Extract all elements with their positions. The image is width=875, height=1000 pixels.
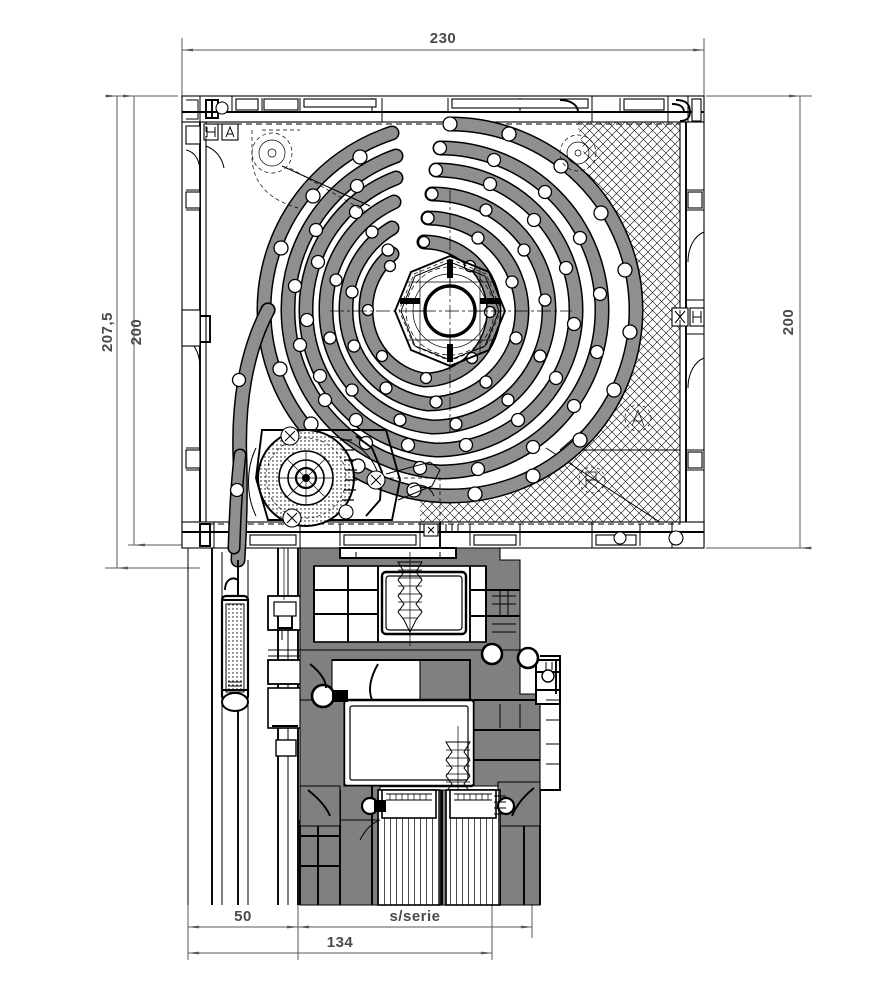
frame-right-stub (540, 655, 561, 791)
dimension-top: 230 (181, 30, 705, 98)
box-right-wall (671, 121, 705, 543)
dimension-right-label: 200 (780, 309, 797, 336)
dimension-bottom-total: 134 (187, 905, 493, 960)
insulation-marker-a (624, 404, 652, 432)
octagonal-roller-shaft (330, 190, 572, 432)
top-idler-pulley (251, 129, 371, 213)
dimension-left-inner-label: 200 (128, 319, 145, 346)
dimension-bottom-right-label: s/serie (389, 908, 440, 925)
box-bottom-rail (181, 521, 705, 549)
right-idler-pulley (559, 134, 597, 172)
box-left-wall (181, 121, 239, 543)
shutter-tail-slat (227, 302, 276, 568)
double-glazing-unit (359, 789, 501, 906)
dimension-left-inner: 200 (123, 94, 215, 547)
dimension-bottom-left-label: 50 (234, 908, 252, 925)
frame-upper (299, 547, 521, 651)
dimension-right: 200 (706, 94, 812, 550)
insulation-marker-b (578, 466, 606, 494)
dimension-bottom-row1: 50 s/serie (187, 905, 533, 960)
dimension-top-label: 230 (430, 30, 457, 47)
dimension-left-outer-label: 207,5 (99, 312, 116, 352)
glazing-gaskets (360, 795, 516, 816)
motor-gear-assembly (248, 426, 441, 528)
box-top-rail (181, 95, 705, 123)
pvc-window-frame-profile (299, 547, 561, 906)
box-inner-outline (205, 123, 681, 525)
slat-hinges (260, 116, 638, 502)
rolled-shutter-slats (227, 116, 644, 568)
bottom-end-slat (220, 577, 250, 712)
dimension-bottom-total-label: 134 (327, 934, 354, 951)
fixing-screw-upper (397, 552, 423, 646)
